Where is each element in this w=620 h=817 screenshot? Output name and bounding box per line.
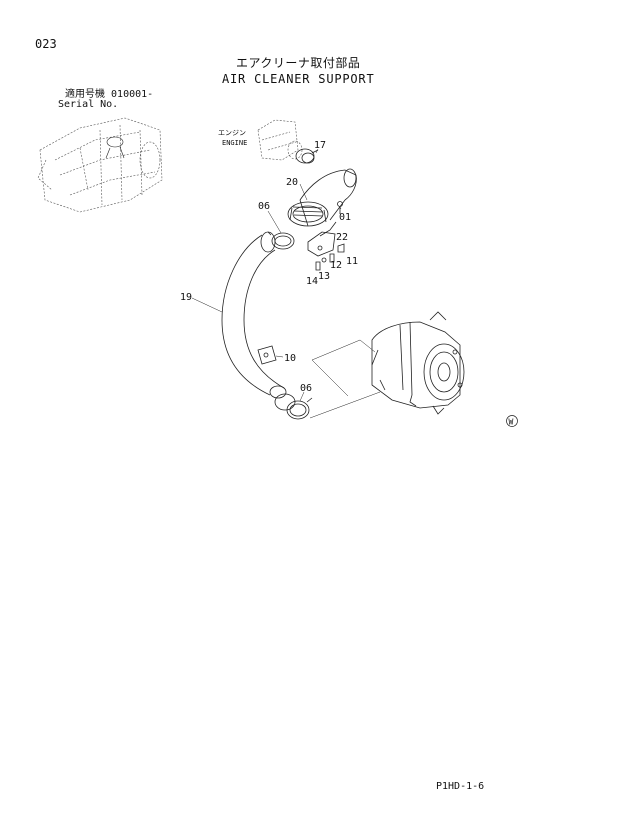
serial-label-japanese: 適用号機 [65,89,105,100]
circled-w-mark: W [506,415,518,427]
mark-symbol: W [509,418,514,427]
callout-06-lower: 06 [300,383,312,394]
callout-19: 19 [180,292,192,303]
footer-code: P1HD-1-6 [436,781,485,792]
callout-11: 11 [346,256,358,267]
serial-label-english: Serial No. [58,99,119,110]
page-title-japanese: エアクリーナ取付部品 [236,56,361,70]
machine-overview-thumbnail [37,117,163,213]
callout-20: 20 [286,177,298,188]
assembly-guide-lines [309,339,381,419]
page-title-english: AIR CLEANER SUPPORT [222,72,375,86]
engine-label-japanese: エンジン [218,129,246,137]
engine-outlet [257,119,303,161]
air-cleaner-body [371,311,465,415]
bracket-10 [257,345,277,365]
serial-value: 010001- [111,89,154,100]
callout-06-upper: 06 [258,201,270,212]
bolts-11-12-13-14 [315,243,345,271]
callout-22: 22 [336,232,348,243]
callout-13: 13 [318,271,330,282]
bracket-01 [307,201,343,257]
callout-12: 12 [330,260,342,271]
clamp-17 [295,148,319,164]
clamp-06-upper [267,231,295,250]
page-number: 023 [35,37,57,51]
callout-10: 10 [284,353,296,364]
hose-19 [221,231,287,399]
leader-lines [191,148,342,402]
callout-14: 14 [306,276,318,287]
callout-01: 01 [339,212,351,223]
serial-range: 適用号機 010001- [65,89,153,101]
engine-label-english: ENGINE [222,139,247,147]
clamp-06-lower [274,393,313,420]
callout-17: 17 [314,140,326,151]
